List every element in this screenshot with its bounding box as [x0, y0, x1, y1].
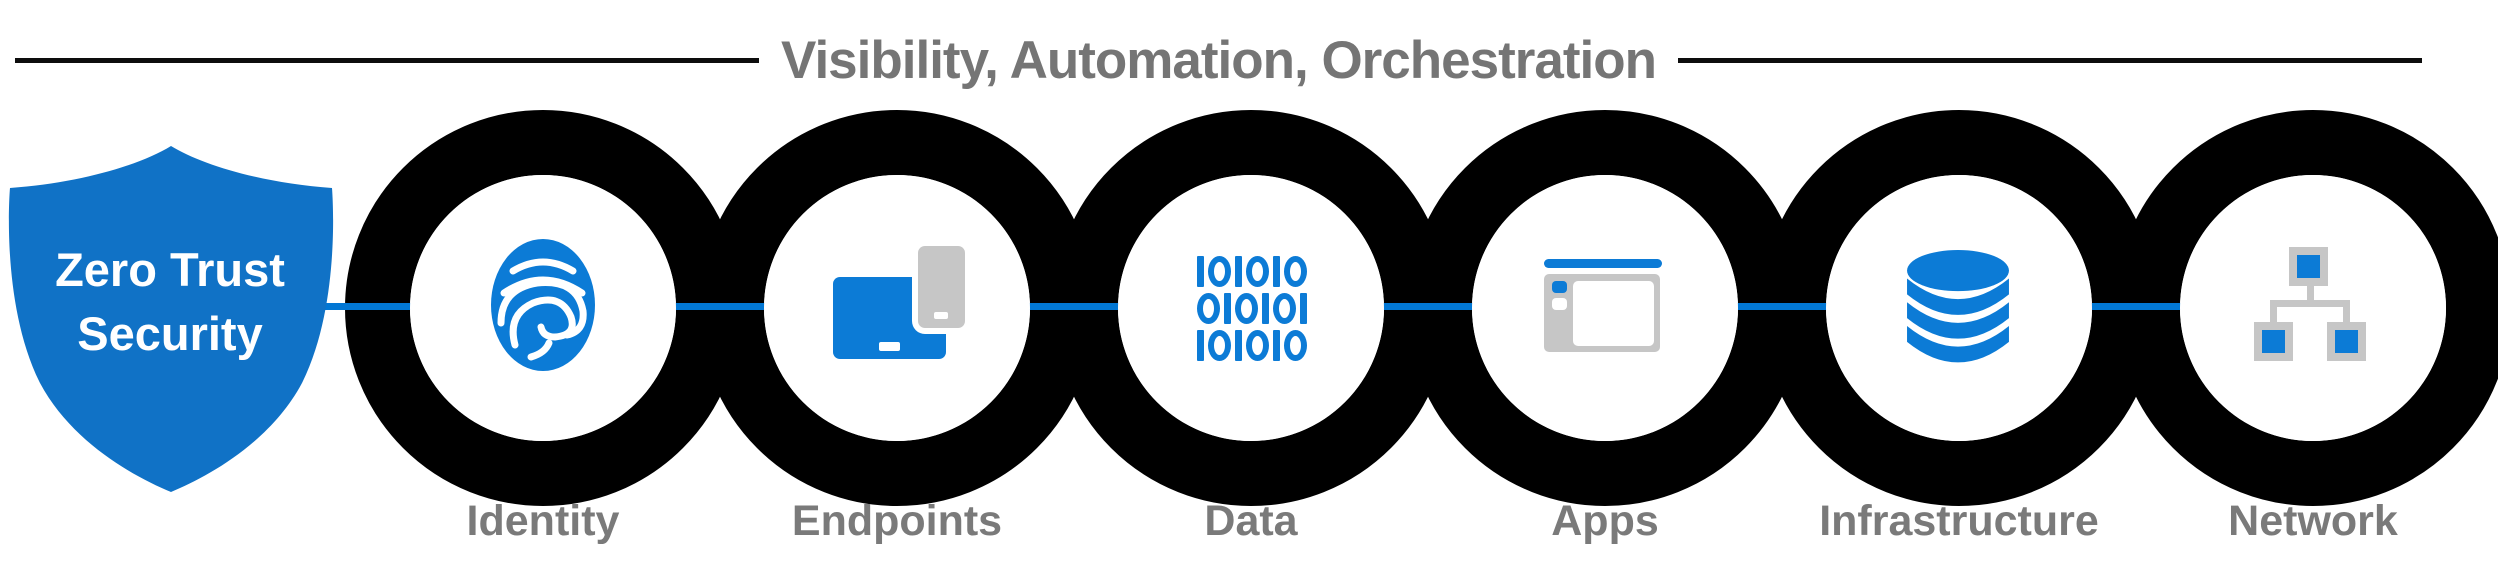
- network-crossbar: [2270, 300, 2350, 307]
- laptop-dash: [879, 342, 900, 351]
- binary-digit-zero: [1235, 293, 1258, 324]
- app-content-panel: [1573, 281, 1654, 346]
- phone-dash: [934, 312, 948, 319]
- binary-digit-one: [1235, 256, 1242, 287]
- binary-digit-zero: [1273, 293, 1296, 324]
- network-icon: [2253, 247, 2367, 361]
- binary-row: [1194, 256, 1310, 287]
- header-rule-right: [1677, 57, 2423, 63]
- devices-icon: [833, 246, 969, 360]
- binary-digit-zero: [1246, 330, 1269, 361]
- binary-digit-one: [1262, 293, 1269, 324]
- shield-title-line1: Zero Trust: [55, 243, 285, 296]
- binary-digit-zero: [1208, 330, 1231, 361]
- label-apps: Apps: [1551, 497, 1659, 545]
- binary-digit-zero: [1208, 256, 1231, 287]
- label-infrastructure: Infrastructure: [1819, 497, 2099, 545]
- shield-title: Zero Trust Security: [0, 238, 340, 366]
- shield-title-line2: Security: [77, 307, 263, 360]
- binary-row: [1194, 293, 1310, 324]
- header-rule-left: [15, 57, 760, 63]
- app-sidebar-item-white: [1552, 298, 1567, 310]
- binary-row: [1194, 330, 1310, 361]
- label-endpoints: Endpoints: [791, 497, 1003, 545]
- binary-icon: [1194, 256, 1310, 367]
- shield-icon: [0, 143, 342, 495]
- network-stem-left: [2270, 306, 2277, 323]
- binary-digit-one: [1273, 256, 1280, 287]
- page-title: Visibility, Automation, Orchestration: [781, 30, 1657, 90]
- binary-digit-zero: [1246, 256, 1269, 287]
- binary-digit-zero: [1284, 256, 1307, 287]
- binary-digit-one: [1235, 330, 1242, 361]
- database-icon: [1905, 250, 2011, 364]
- label-identity: Identity: [466, 497, 620, 545]
- binary-digit-zero: [1197, 293, 1220, 324]
- binary-digit-one: [1300, 293, 1307, 324]
- binary-digit-one: [1197, 256, 1204, 287]
- network-node-right: [2327, 322, 2366, 361]
- binary-digit-zero: [1284, 330, 1307, 361]
- disk-network: [2180, 175, 2446, 441]
- network-stem-right: [2343, 306, 2350, 323]
- app-window-icon: [1544, 259, 1662, 355]
- app-sidebar-item-blue: [1552, 281, 1567, 293]
- label-data: Data: [1204, 497, 1298, 545]
- label-network: Network: [2228, 497, 2398, 545]
- phone-shape: [918, 246, 965, 328]
- network-stem-center: [2307, 285, 2314, 302]
- app-titlebar: [1544, 259, 1662, 268]
- binary-digit-one: [1273, 330, 1280, 361]
- header: Visibility, Automation, Orchestration: [15, 30, 2423, 90]
- fingerprint-icon: [489, 237, 597, 373]
- binary-digit-one: [1197, 330, 1204, 361]
- network-node-top: [2289, 247, 2328, 286]
- network-node-left: [2254, 322, 2293, 361]
- binary-digit-one: [1224, 293, 1231, 324]
